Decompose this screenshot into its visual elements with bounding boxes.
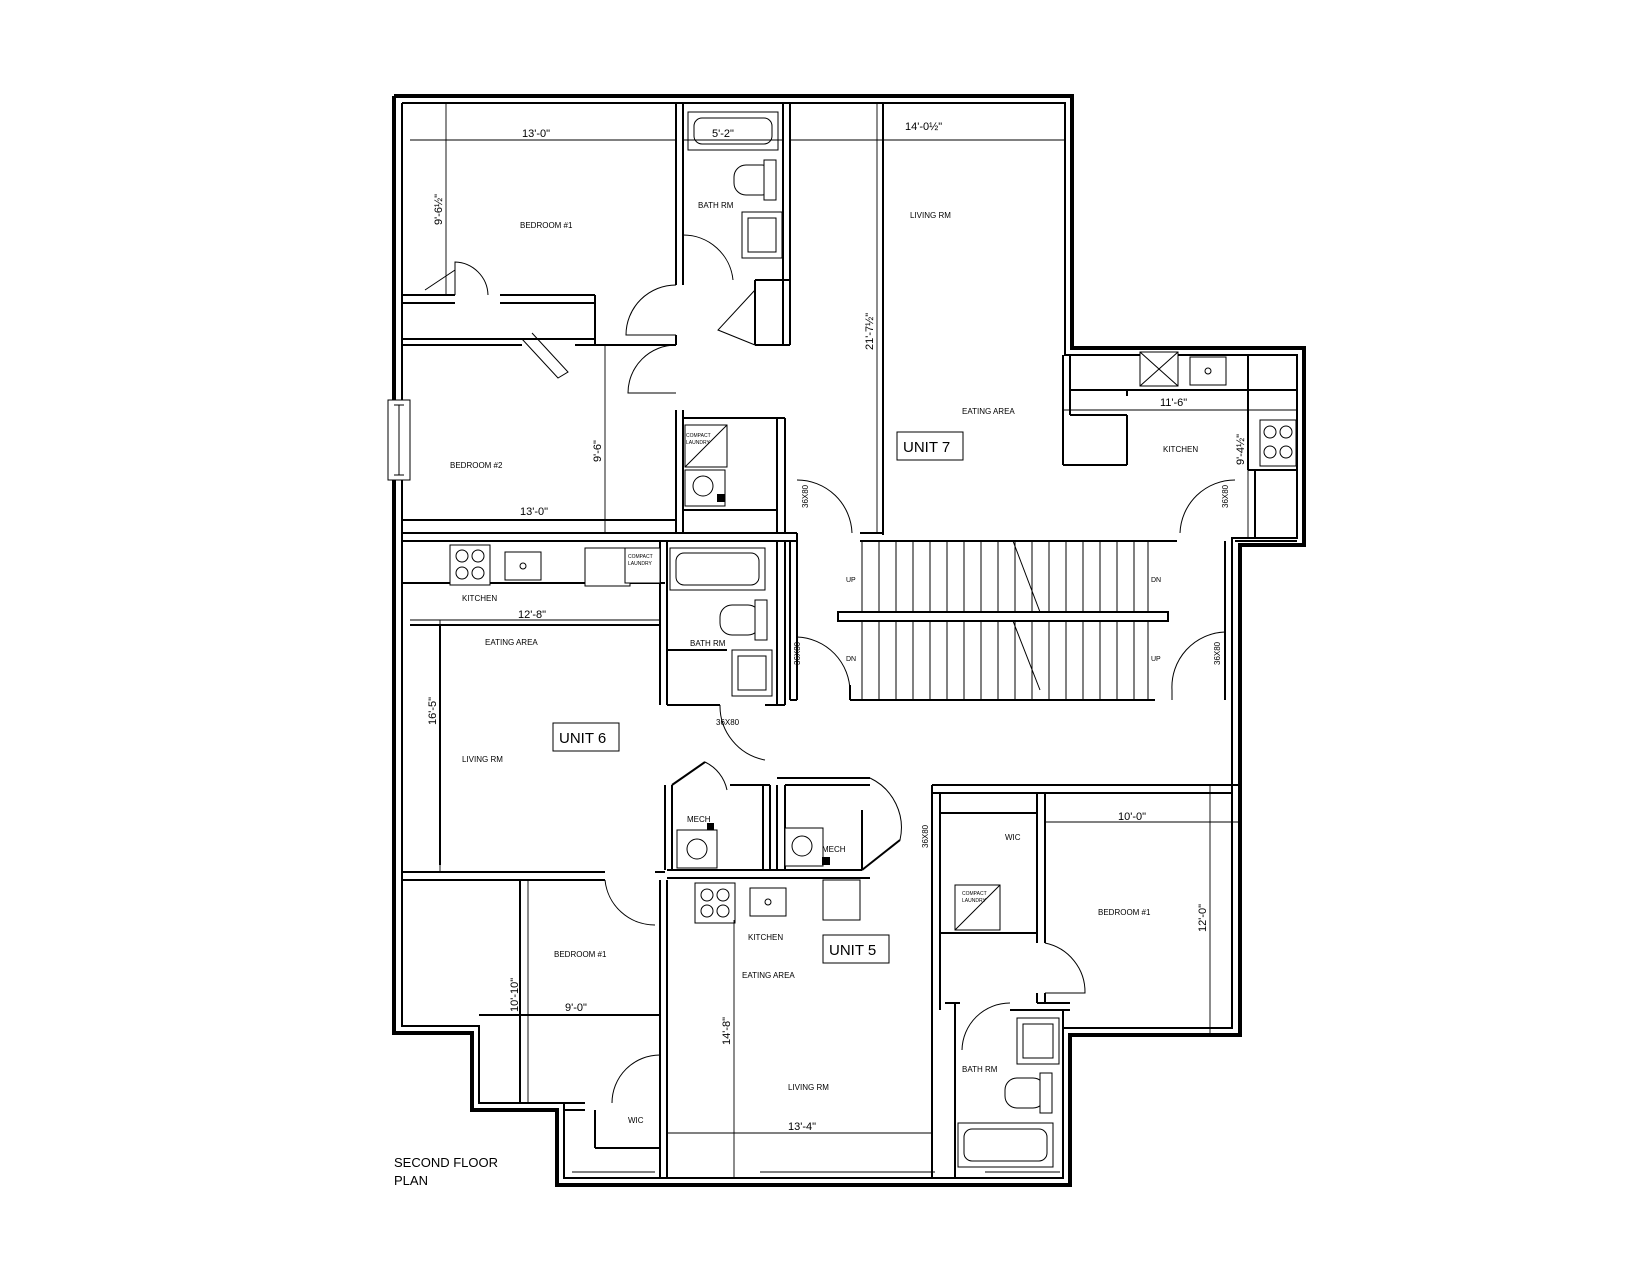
unit-7-label: UNIT 7 [903, 439, 950, 456]
room-label-unit5-kitchen: KITCHEN [748, 933, 783, 942]
room-label-unit7-laundry: COMPACT [686, 433, 711, 439]
unit-7-fixtures [684, 111, 1297, 507]
room-label-unit6-wic: WIC [628, 1116, 644, 1125]
door-label-2: 36X80 [1221, 484, 1230, 508]
unit-5-doors [869, 777, 1086, 1051]
window [387, 399, 411, 481]
kitchen-sink [504, 551, 542, 581]
room-label-unit7-bath: BATH RM [698, 201, 734, 210]
room-label-unit5-eating: EATING AREA [742, 971, 795, 980]
dim-unit7-bed2-depth: 9'-6" [592, 440, 604, 462]
kitchen-sink [749, 887, 787, 917]
dim-unit6-bed-width: 9'-0" [565, 1002, 587, 1014]
unit-7-label-box [896, 431, 964, 461]
room-label-unit5-bath: BATH RM [962, 1065, 998, 1074]
unit-5-label-box [822, 934, 890, 964]
stair-label-up-right: UP [1151, 656, 1161, 663]
dim-unit7-bath-width: 5'-2" [712, 128, 734, 140]
room-label-unit5-living: LIVING RM [788, 1083, 829, 1092]
room-label-unit6-laundry: COMPACT [628, 554, 653, 560]
plan-title-line1: SECOND FLOOR [394, 1155, 498, 1170]
unit-6-label: UNIT 6 [559, 730, 606, 747]
room-label-unit6-kitchen: KITCHEN [462, 594, 497, 603]
unit-7-dimensions [410, 103, 1297, 538]
dim-unit7-kitchen-depth: 9'-4½" [1235, 434, 1247, 465]
water-heater [784, 827, 824, 867]
room-label-unit5-laundry: COMPACT [962, 891, 987, 897]
dim-unit7-living-depth: 21'-7½" [864, 313, 876, 350]
unit-6-doors [604, 704, 766, 1104]
room-label-unit6-laundry2: LAUNDRY [628, 561, 652, 567]
toilet [1004, 1077, 1046, 1109]
room-label-unit6-eating: EATING AREA [485, 638, 538, 647]
dim-unit6-kitchen-width: 12'-8" [518, 609, 546, 621]
room-label-unit7-living: LIVING RM [910, 211, 951, 220]
cooktop [449, 544, 491, 586]
room-label-unit5-mech: MECH [822, 845, 846, 854]
dim-unit6-living-depth: 16'-5" [427, 697, 439, 725]
dim-unit5-bed-width: 10'-0" [1118, 811, 1146, 823]
toilet [719, 604, 761, 636]
room-label-unit5-bedroom: BEDROOM #1 [1098, 908, 1151, 917]
room-label-unit7-kitchen: KITCHEN [1163, 445, 1198, 454]
room-label-unit5-laundry2: LAUNDRY [962, 898, 986, 904]
unit-5-dimensions [667, 785, 1240, 1178]
stair-treads [861, 541, 1135, 700]
cooktop [1259, 419, 1297, 467]
laundry [624, 547, 661, 584]
dim-unit6-bed-depth: 10'-10" [509, 978, 521, 1012]
room-label-unit6-mech: MECH [687, 815, 711, 824]
room-label-unit6-living: LIVING RM [462, 755, 503, 764]
room-label-unit7-laundry2: LAUNDRY [686, 440, 710, 446]
dim-unit7-bed1-depth: 9'-6½" [433, 194, 445, 225]
cooktop [694, 882, 736, 924]
unit-5-label: UNIT 5 [829, 942, 876, 959]
stair-label-up-left: UP [846, 577, 856, 584]
stair-label-dn-left: DN [846, 656, 856, 663]
door-label-3: 36X80 [793, 641, 802, 665]
unit-6-fixtures [449, 544, 773, 869]
stairwell [837, 540, 1169, 701]
dim-unit7-bed1-width: 13'-0" [522, 128, 550, 140]
dim-unit5-bed-depth: 12'-0" [1197, 904, 1209, 932]
dim-unit7-kitchen-width: 11'-6" [1160, 397, 1187, 409]
room-label-unit6-bath: BATH RM [690, 639, 726, 648]
unit-7-walls [402, 103, 1297, 542]
unit-6-dimensions [410, 619, 660, 1103]
door-label-5: 36X80 [716, 718, 740, 727]
door-label-1: 36X80 [801, 484, 810, 508]
door-label-6: 36X80 [921, 824, 930, 848]
room-label-unit7-bedroom2: BEDROOM #2 [450, 461, 503, 470]
plan-title-line2: PLAN [394, 1173, 428, 1188]
unit-5-fixtures [694, 827, 1060, 1168]
corridor-walls [789, 541, 1233, 701]
room-label-unit7-eating: EATING AREA [962, 407, 1015, 416]
door-label-4: 36X80 [1213, 641, 1222, 665]
stair-label-dn-right: DN [1151, 577, 1161, 584]
water-heater [676, 829, 718, 869]
unit-7-doors [424, 234, 1236, 534]
room-label-unit5-wic: WIC [1005, 833, 1021, 842]
room-label-unit6-bedroom: BEDROOM #1 [554, 950, 607, 959]
dim-unit5-living-width: 13'-4" [788, 1121, 816, 1133]
dim-unit7-bed2-width: 13'-0" [520, 506, 548, 518]
dim-unit7-living-width: 14'-0½" [905, 121, 942, 133]
unit-6-walls [402, 541, 786, 1178]
room-label-unit7-bedroom1: BEDROOM #1 [520, 221, 573, 230]
dim-unit5-living-depth: 14'-8" [721, 1017, 733, 1045]
unit-6-label-box [552, 722, 620, 752]
